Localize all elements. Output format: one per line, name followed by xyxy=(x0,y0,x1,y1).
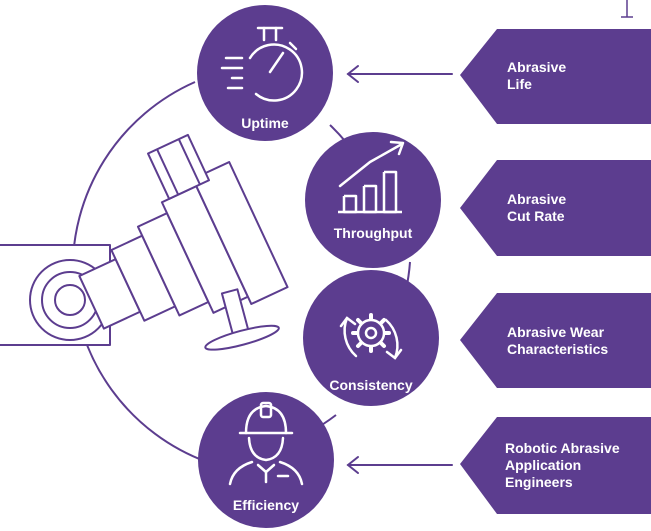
driver-line: Characteristics xyxy=(507,341,609,357)
stopwatch-icon xyxy=(220,26,304,102)
driver-line: Engineers xyxy=(505,474,573,490)
driver-line: Robotic Abrasive xyxy=(505,440,620,456)
connector-arrows xyxy=(346,65,453,474)
driver-line: Application xyxy=(505,457,582,473)
driver-line: Abrasive Wear xyxy=(507,324,605,340)
hub-label-consistency: Consistency xyxy=(329,377,413,393)
driver-line: Life xyxy=(507,76,532,92)
gear-cycle-icon xyxy=(339,313,403,360)
driver-tag-abrasive-cut-rate xyxy=(460,160,651,256)
driver-text-abrasive-wear: Abrasive Wear Characteristics xyxy=(507,324,608,358)
driver-line: Cut Rate xyxy=(507,208,565,224)
driver-tag-abrasive-wear xyxy=(460,293,651,388)
arrow-life-to-uptime-head xyxy=(346,65,359,83)
engineer-hardhat-icon xyxy=(228,401,304,486)
bar-growth-chart-icon xyxy=(338,140,405,214)
top-bracket xyxy=(621,0,633,18)
driver-tag-robotic-engineers xyxy=(460,417,651,514)
arrow-engineers-to-efficiency-head xyxy=(346,456,359,474)
robotic-arm-sander-icon xyxy=(0,133,289,351)
hub-circle-uptime xyxy=(197,5,333,141)
driver-tag-abrasive-life xyxy=(460,29,651,124)
driver-text-robotic-engineers: Robotic Abrasive Application Engineers xyxy=(505,440,620,491)
driver-line: Abrasive xyxy=(507,59,567,75)
driver-line: Abrasive xyxy=(507,191,567,207)
driver-text-abrasive-life: Abrasive Life xyxy=(507,59,566,93)
hub-label-throughput: Throughput xyxy=(333,225,413,241)
hub-label-uptime: Uptime xyxy=(241,115,289,131)
hub-label-efficiency: Efficiency xyxy=(232,497,300,513)
driver-text-abrasive-cut-rate: Abrasive Cut Rate xyxy=(507,191,566,225)
hub-circle-throughput xyxy=(305,132,441,268)
